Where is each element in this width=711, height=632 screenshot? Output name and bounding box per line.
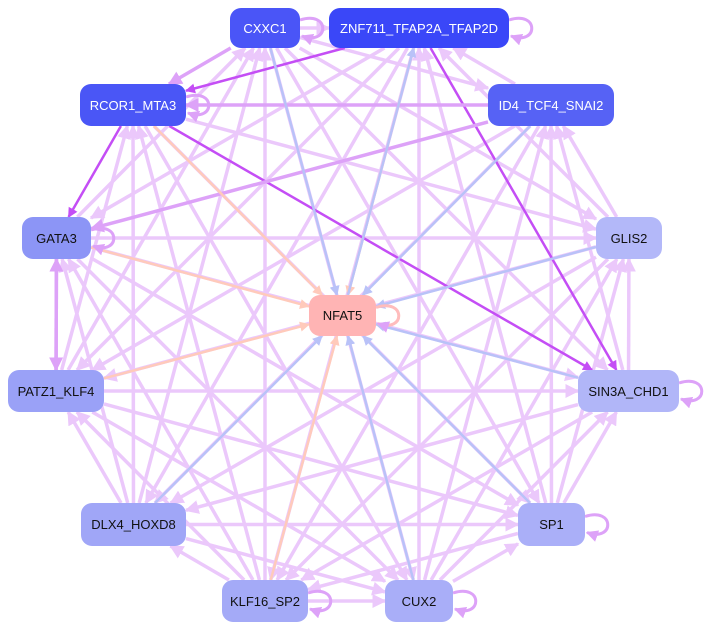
edge-SIN3A_CHD1-to-KLF16_SP2	[300, 410, 594, 582]
edge-RCOR1_MTA3-to-GATA3	[67, 125, 123, 218]
node-label: SIN3A_CHD1	[588, 383, 669, 399]
self-loop-SP1	[584, 513, 610, 542]
node-label: GATA3	[36, 230, 77, 246]
edge-KLF16_SP2-to-DLX4_HOXD8	[169, 544, 230, 582]
edge-DLX4_HOXD8-to-CUX2	[185, 536, 387, 596]
edge-RCOR1_MTA3-to-SIN3A_CHD1	[168, 124, 593, 372]
edge-RCOR1_MTA3-to-NFAT5	[153, 125, 323, 296]
node-klf16-sp2[interactable]: KLF16_SP2	[222, 580, 308, 622]
edge-SIN3A_CHD1-to-NFAT5	[375, 321, 579, 379]
edge-CUX2-to-NFAT5	[345, 335, 415, 581]
node-gata3[interactable]: GATA3	[22, 217, 91, 259]
node-cux2[interactable]: CUX2	[385, 580, 453, 622]
node-nfat5[interactable]: NFAT5	[309, 295, 376, 336]
edge-SP1-to-SIN3A_CHD1	[562, 410, 618, 504]
edge-ID4_TCF4_SNAI2-to-NFAT5	[361, 125, 532, 296]
self-loop-CXXC1	[299, 16, 325, 46]
edge-GLIS2-to-NFAT5	[375, 245, 597, 309]
node-label: CXXC1	[243, 20, 287, 36]
self-loop-ZNF711_TFAP2A_TFAP2D	[508, 16, 534, 46]
node-dlx4-hoxd8[interactable]: DLX4_HOXD8	[81, 503, 186, 546]
edge-SIN3A_CHD1-to-DLX4_HOXD8	[184, 402, 579, 514]
edge-PATZ1_KLF4-to-SP1	[103, 402, 520, 519]
edge-ZNF711_TFAP2A_TFAP2D-to-RCOR1_MTA3	[185, 46, 346, 94]
edge-DLX4_HOXD8-to-NFAT5	[154, 335, 323, 504]
edge-ID4_TCF4_SNAI2-to-ZNF711_TFAP2A_TFAP2D	[452, 46, 516, 86]
node-label: CUX2	[401, 593, 437, 609]
node-label: GLIS2	[610, 230, 648, 246]
node-label: KLF16_SP2	[229, 593, 301, 609]
edge-GATA3-to-NFAT5	[90, 246, 310, 309]
node-label: ZNF711_TFAP2A_TFAP2D	[340, 20, 498, 36]
node-cxxc1[interactable]: CXXC1	[230, 8, 300, 48]
self-loop-NFAT5	[375, 304, 401, 333]
edge-ZNF711_TFAP2A_TFAP2D-to-SIN3A_CHD1	[429, 47, 618, 371]
edge-SP1-to-KLF16_SP2	[306, 531, 519, 594]
edge-CXXC1-to-NFAT5	[269, 47, 340, 296]
edge-GLIS2-to-DLX4_HOXD8	[169, 255, 597, 505]
edge-NFAT5-to-ZNF711_TFAP2A_TFAP2D	[346, 47, 417, 296]
self-loop-GATA3	[90, 226, 116, 256]
node-patz1-klf4[interactable]: PATZ1_KLF4	[8, 370, 104, 412]
edge-RCOR1_MTA3-to-GLIS2	[185, 117, 598, 233]
node-label: PATZ1_KLF4	[17, 383, 95, 399]
edge-PATZ1_KLF4-to-NFAT5	[103, 321, 310, 380]
edge-DLX4_HOXD8-to-PATZ1_KLF4	[66, 410, 123, 504]
node-label: SP1	[539, 517, 564, 532]
self-loop-RCOR1_MTA3	[185, 93, 211, 123]
edge-CXXC1-to-RCOR1_MTA3	[167, 46, 232, 86]
edge-KLF16_SP2-to-NFAT5	[269, 335, 340, 581]
edge-SP1-to-NFAT5	[362, 335, 531, 504]
self-loop-SIN3A_CHD1	[678, 379, 704, 409]
node-label: DLX4_HOXD8	[91, 517, 176, 532]
node-rcor1-mta3[interactable]: RCOR1_MTA3	[80, 84, 186, 126]
edge-ID4_TCF4_SNAI2-to-PATZ1_KLF4	[91, 124, 516, 372]
self-loop-CUX2	[452, 589, 478, 619]
self-loop-KLF16_SP2	[307, 589, 333, 619]
edge-ID4_TCF4_SNAI2-to-GATA3	[89, 120, 489, 233]
edge-CXXC1-to-ID4_TCF4_SNAI2	[299, 35, 490, 92]
node-label: ID4_TCF4_SNAI2	[498, 97, 604, 113]
node-id4-tcf4-snai2[interactable]: ID4_TCF4_SNAI2	[488, 84, 614, 126]
edge-GATA3-to-SP1	[90, 256, 520, 507]
edge-GLIS2-to-ID4_TCF4_SNAI2	[561, 124, 619, 218]
node-sin3a-chd1[interactable]: SIN3A_CHD1	[578, 370, 679, 412]
edge-CUX2-to-SP1	[452, 542, 520, 583]
node-label: NFAT5	[322, 308, 363, 323]
node-sp1[interactable]: SP1	[518, 503, 585, 546]
node-glis2[interactable]: GLIS2	[596, 217, 662, 259]
node-znf711-tfap2a-tfap2d[interactable]: ZNF711_TFAP2A_TFAP2D	[329, 8, 509, 48]
node-label: RCOR1_MTA3	[89, 97, 177, 113]
